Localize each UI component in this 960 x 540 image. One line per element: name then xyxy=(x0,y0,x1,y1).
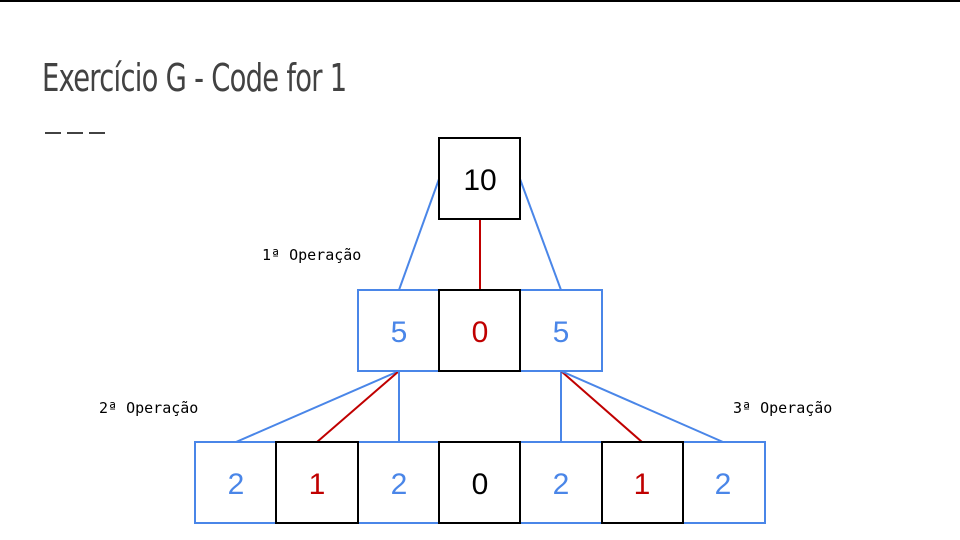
level2-cell-0: 2 xyxy=(228,468,245,501)
root-node: 10 xyxy=(438,137,521,220)
level2-cell-6: 2 xyxy=(715,468,732,501)
level2-cell-3: 0 xyxy=(472,468,489,501)
connector-right-c xyxy=(560,370,724,443)
second-operation-label: 2ª Operação xyxy=(99,399,198,417)
level1-center-box xyxy=(438,289,521,372)
connector-right-b xyxy=(560,370,643,443)
level2-box-1 xyxy=(275,441,359,524)
root-node-value: 10 xyxy=(463,164,496,197)
level2-row: 2 1 2 0 2 1 2 xyxy=(194,441,766,524)
level2-cell-5: 1 xyxy=(634,468,651,501)
first-operation-label: 1ª Operação xyxy=(262,246,361,264)
connector-root-right xyxy=(519,178,562,291)
level1-cell-1: 0 xyxy=(472,316,489,349)
top-rule xyxy=(0,0,960,2)
slide-title: Exercício G - Code for 1 xyxy=(42,56,347,100)
connector-left-a xyxy=(235,370,400,443)
third-operation-label: 3ª Operação xyxy=(733,399,832,417)
level1-cell-0: 5 xyxy=(391,316,408,349)
connector-left-b xyxy=(316,370,400,443)
connector-root-left xyxy=(398,178,440,291)
level1-cell-2: 5 xyxy=(553,316,570,349)
level1-row: 5 0 5 xyxy=(357,289,603,372)
level1-outer-frame xyxy=(357,289,603,372)
level2-cell-4: 2 xyxy=(553,468,570,501)
level2-cell-1: 1 xyxy=(309,468,326,501)
title-underline xyxy=(45,132,105,134)
level2-box-3 xyxy=(438,441,521,524)
level2-cell-2: 2 xyxy=(391,468,408,501)
level2-box-5 xyxy=(601,441,684,524)
